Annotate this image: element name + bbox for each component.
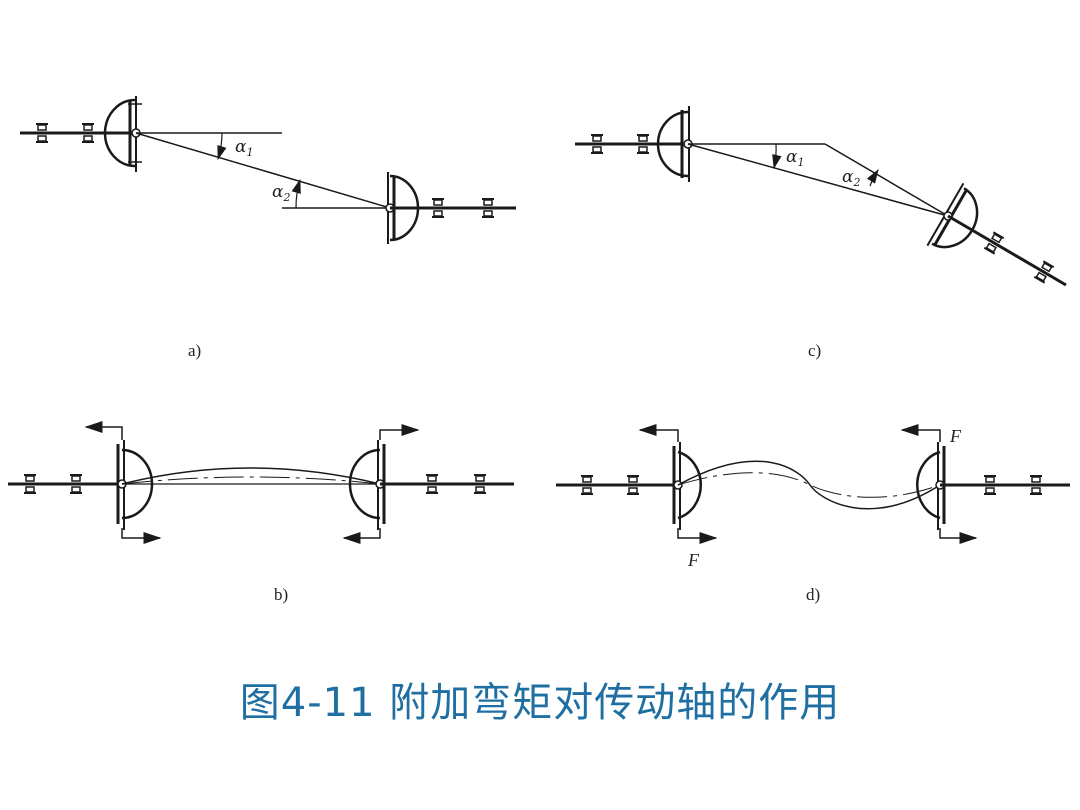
panel-b: b)	[8, 421, 514, 604]
panel-b-label: b)	[274, 585, 288, 604]
panel-c: α1 α2 c)	[575, 106, 1067, 360]
s-bent-shaft-d	[677, 460, 941, 510]
bent-shaft-b	[121, 467, 381, 485]
panel-c-label: c)	[808, 341, 821, 360]
panel-a-label: a)	[188, 341, 201, 360]
force-d-top: F	[949, 426, 962, 446]
yoke-c-left	[656, 110, 689, 178]
force-d-bottom: F	[687, 550, 700, 570]
angle-a1-label: α1	[235, 137, 253, 159]
propeller-shaft-a	[135, 132, 391, 209]
figure-caption: 图4-11 附加弯矩对传动轴的作用	[239, 680, 841, 726]
panel-d-label: d)	[806, 585, 820, 604]
angle-c2-label: α2	[842, 167, 860, 189]
yoke-a-left	[103, 98, 136, 168]
panel-d: F F d)	[556, 424, 1070, 604]
angle-a2-label: α2	[272, 182, 290, 204]
output-shaft-c	[947, 214, 1067, 287]
propeller-shaft-c	[687, 143, 949, 217]
panel-a: α1 α2 a)	[20, 96, 516, 360]
angle-c1-label: α1	[786, 147, 804, 169]
